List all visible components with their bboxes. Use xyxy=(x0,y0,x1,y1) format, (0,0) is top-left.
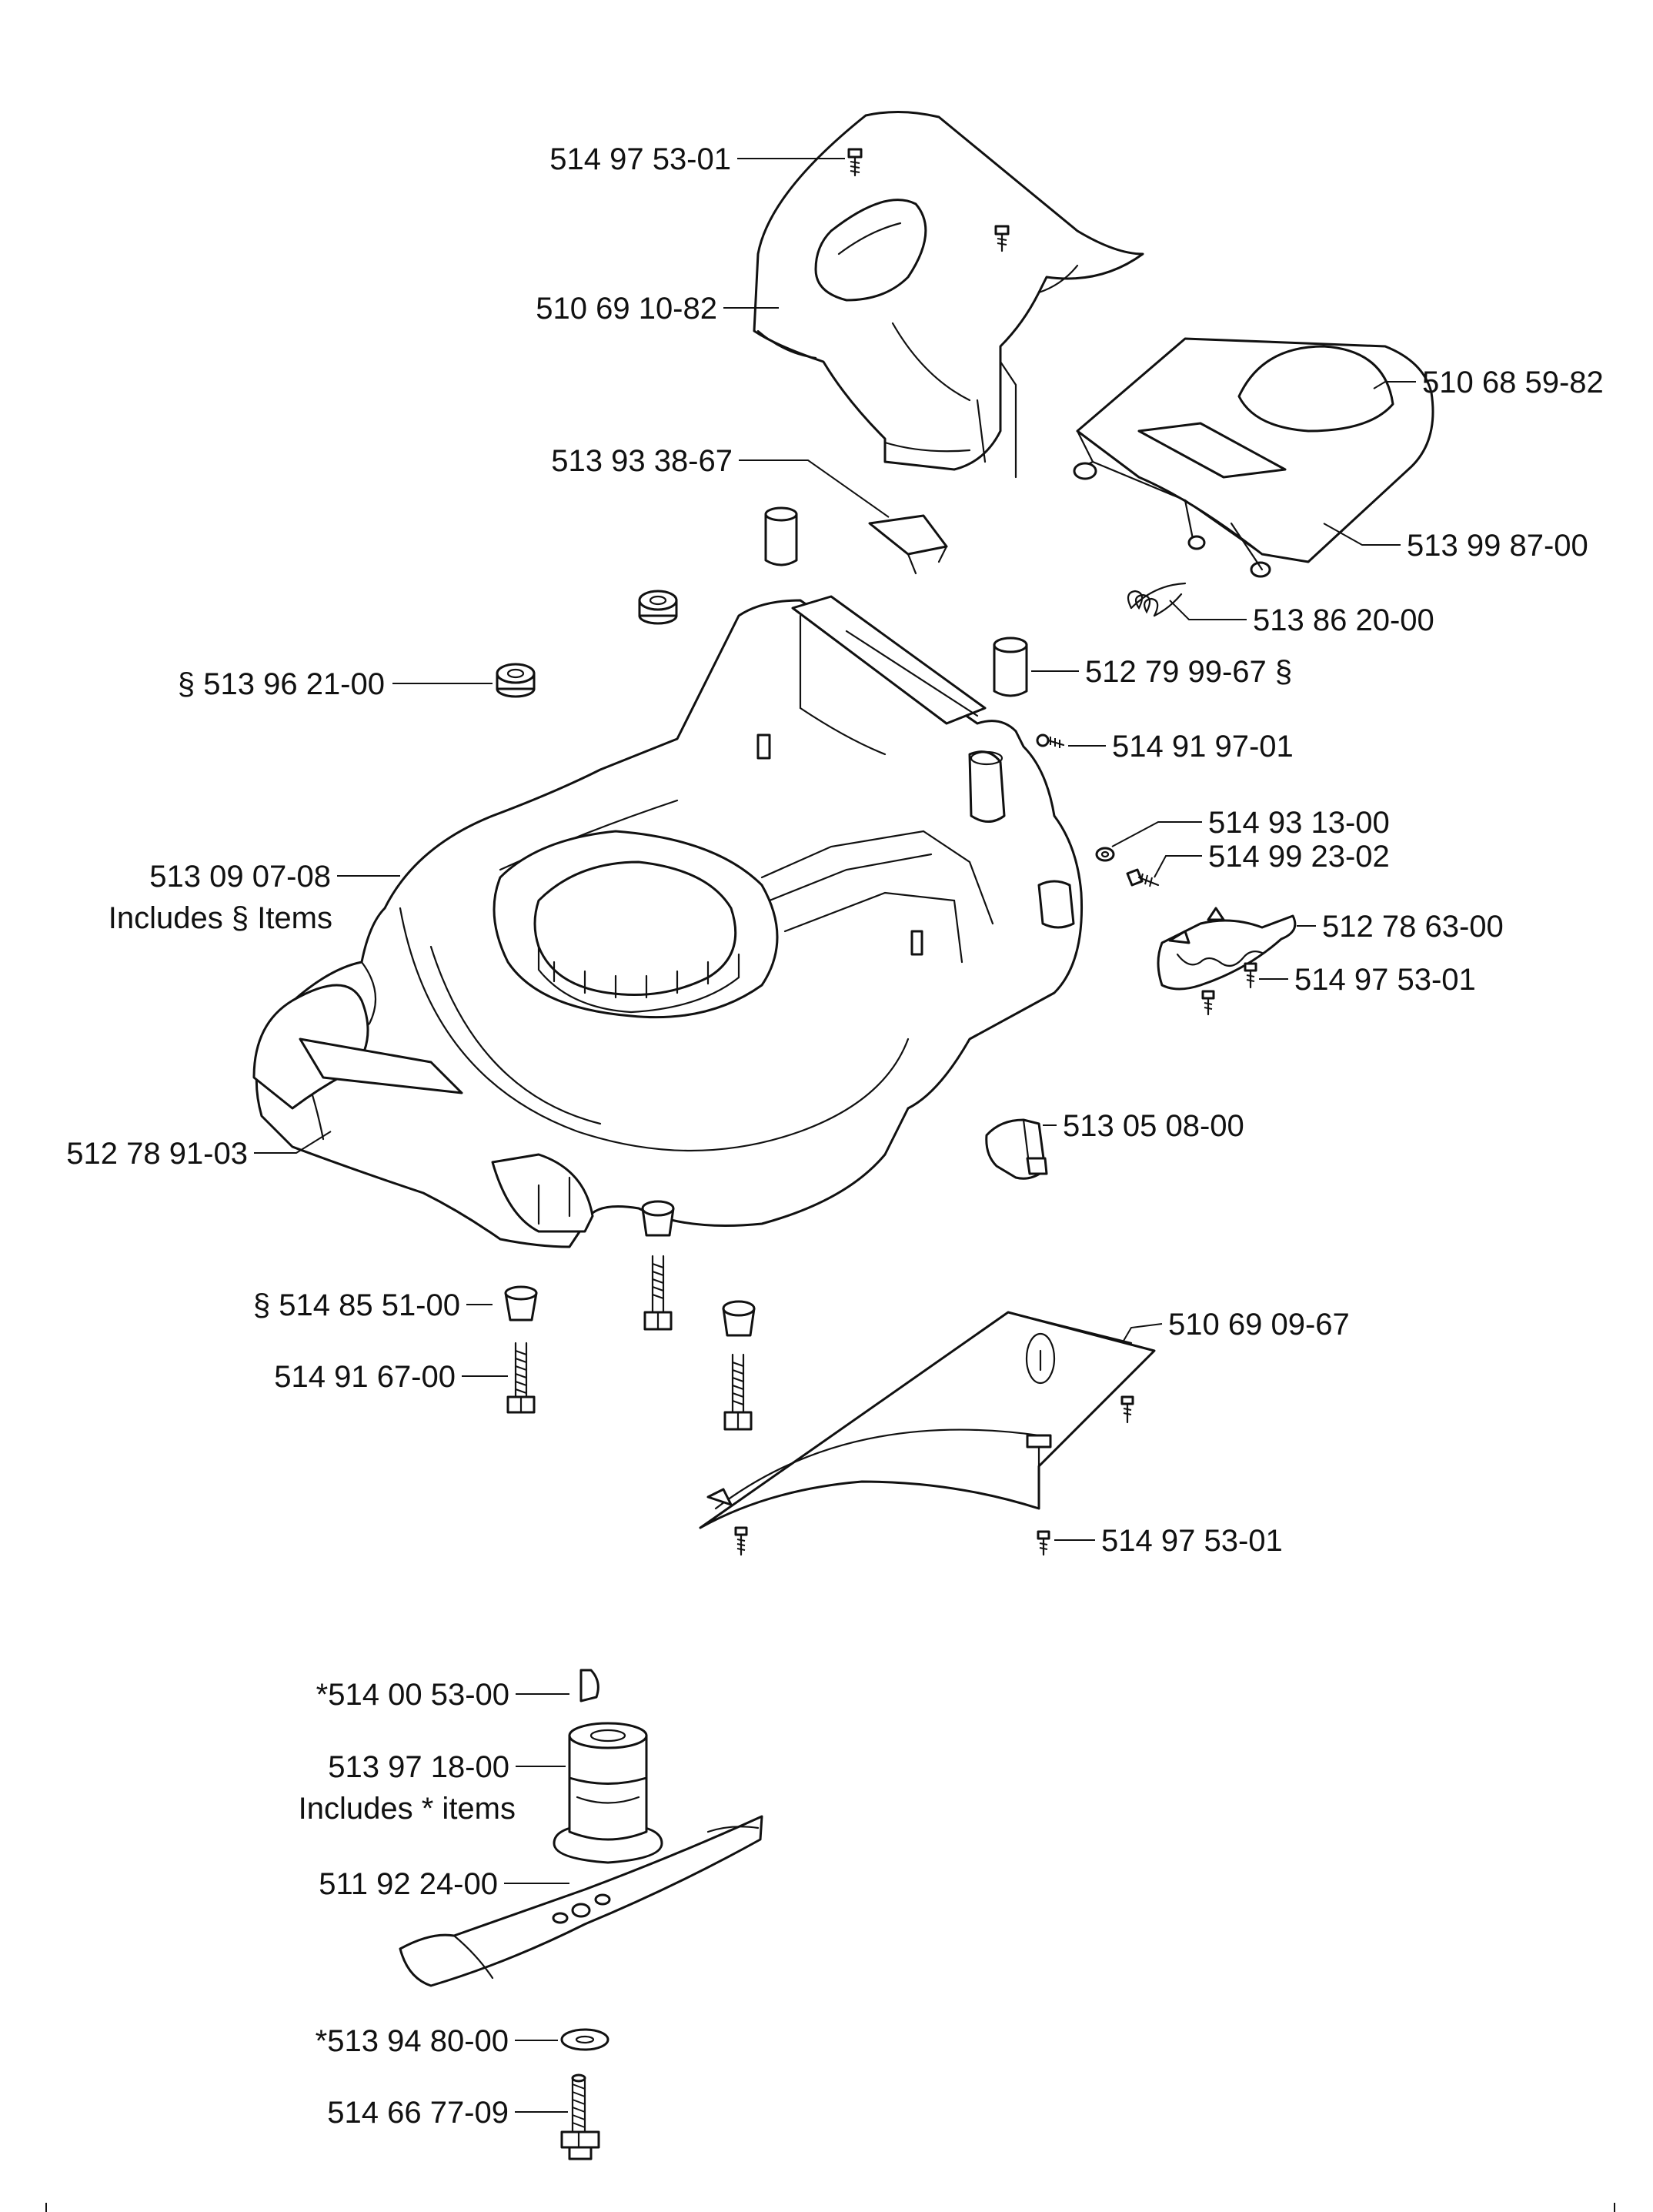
screw-icon xyxy=(1244,962,1257,989)
screw-icon xyxy=(1036,733,1065,748)
top-cover-part xyxy=(753,111,1144,479)
screw-icon xyxy=(847,148,863,177)
part-number-label: 513 05 08-00 xyxy=(1063,1109,1244,1143)
screw-icon xyxy=(1201,990,1215,1016)
part-number-label: 514 97 53-01 xyxy=(1294,963,1476,997)
part-number-label: 512 79 99-67 § xyxy=(1085,655,1292,689)
screw-icon xyxy=(1037,1530,1050,1556)
knob-part xyxy=(496,663,536,698)
deflector-clip-part xyxy=(868,514,948,575)
spacer-part xyxy=(722,1300,756,1337)
blade-adapter-part xyxy=(553,1722,663,1864)
bolt-part xyxy=(643,1255,673,1331)
part-number-label: 514 66 77-09 xyxy=(327,2096,509,2130)
bushing-part xyxy=(764,506,798,566)
baffle-part xyxy=(699,1311,1156,1529)
bolt-part xyxy=(560,2073,600,2160)
part-note-label: Includes § Items xyxy=(109,901,332,935)
part-number-label: 513 97 18-00 xyxy=(328,1750,509,1784)
part-number-label: 514 93 13-00 xyxy=(1208,806,1390,840)
part-number-label: 513 93 38-67 xyxy=(551,444,733,478)
mower-deck-part xyxy=(252,595,1084,1248)
part-number-label: 513 99 87-00 xyxy=(1407,529,1588,563)
part-number-label: 512 78 63-00 xyxy=(1322,910,1504,944)
part-number-label: 511 92 24-00 xyxy=(319,1867,498,1901)
part-number-label: 514 97 53-01 xyxy=(1101,1524,1283,1558)
part-number-label: 514 91 67-00 xyxy=(274,1360,456,1394)
key-part xyxy=(579,1669,599,1702)
bolt-part xyxy=(506,1342,536,1414)
washer-part xyxy=(1095,847,1115,862)
part-number-label: 510 69 10-82 xyxy=(536,292,717,326)
part-number-label: 510 69 09-67 xyxy=(1168,1308,1350,1342)
part-number-label: *513 94 80-00 xyxy=(316,2024,509,2058)
screw-icon xyxy=(1126,868,1160,887)
spacer-part xyxy=(504,1285,538,1322)
part-number-label: 513 09 07-08 xyxy=(149,860,331,894)
part-number-label: § 513 96 21-00 xyxy=(178,667,385,701)
bracket-part xyxy=(1157,907,1297,991)
part-number-label: 514 91 97-01 xyxy=(1112,730,1294,764)
part-number-label: § 514 85 51-00 xyxy=(253,1288,460,1322)
washer-part xyxy=(560,2028,609,2051)
knob-part xyxy=(638,590,678,625)
bushing-part xyxy=(993,637,1028,697)
part-number-label: 514 97 53-01 xyxy=(549,142,731,176)
clip-part xyxy=(985,1118,1048,1180)
leader-lines xyxy=(254,158,1416,2113)
bolt-part xyxy=(723,1353,753,1431)
blade-part xyxy=(399,1815,763,1987)
part-number-label: 513 86 20-00 xyxy=(1253,603,1434,637)
part-number-label: 512 78 91-03 xyxy=(66,1137,248,1171)
page-corner-marks xyxy=(45,2203,1615,2212)
part-number-label: 510 68 59-82 xyxy=(1422,366,1604,399)
screw-icon xyxy=(1120,1395,1134,1424)
screw-icon xyxy=(734,1526,748,1556)
rear-flap-part xyxy=(1073,337,1434,578)
spacer-part xyxy=(641,1200,675,1237)
screw-icon xyxy=(994,225,1010,252)
part-number-label: *514 00 53-00 xyxy=(316,1678,509,1712)
part-note-label: Includes * items xyxy=(299,1792,516,1826)
part-number-label: 514 99 23-02 xyxy=(1208,840,1390,874)
spring-part xyxy=(1127,582,1187,617)
